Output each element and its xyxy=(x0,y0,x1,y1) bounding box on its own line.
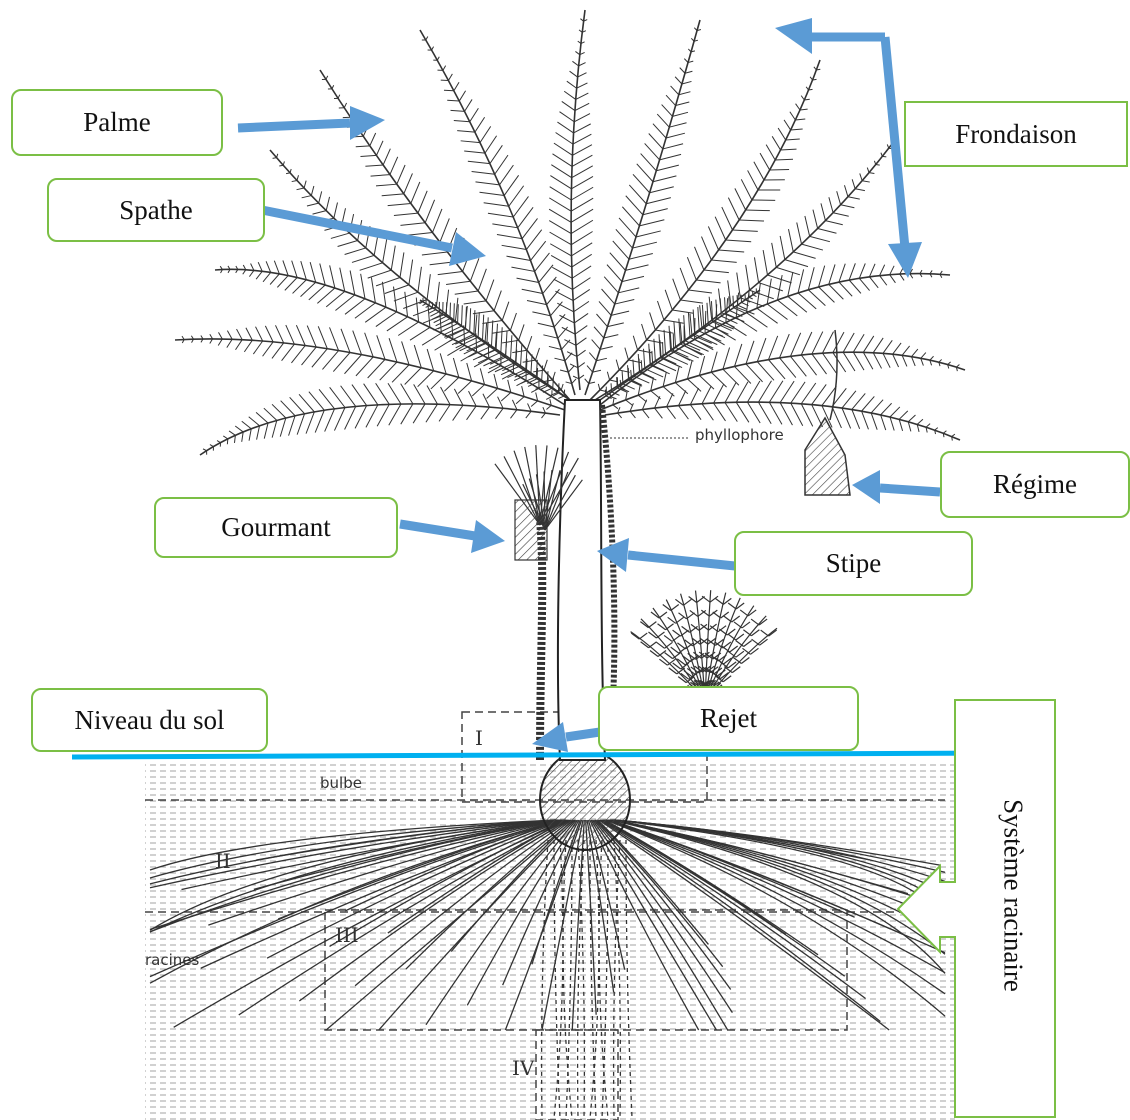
frond xyxy=(590,60,820,400)
phyllophore-label: phyllophore xyxy=(695,426,784,444)
label-systeme-racinaire: Système racinaire xyxy=(998,761,1029,1031)
frond xyxy=(420,30,576,395)
fronds xyxy=(175,10,965,455)
label-regime: Régime xyxy=(940,451,1130,518)
label-stipe: Stipe xyxy=(734,531,973,596)
rejet-palm xyxy=(631,590,777,700)
label-palme: Palme xyxy=(11,89,223,156)
frond xyxy=(419,298,570,400)
zone-2-label: II xyxy=(215,849,231,873)
zone-4-label: IV xyxy=(512,1056,535,1080)
bulbe-label: bulbe xyxy=(320,774,362,792)
zone-1-label: I xyxy=(475,726,483,750)
zone-3-label: III xyxy=(335,923,359,947)
label-gourmant: Gourmant xyxy=(154,497,398,558)
racines-label: racines xyxy=(145,951,200,969)
frond xyxy=(585,20,701,395)
label-frondaison: Frondaison xyxy=(904,101,1128,167)
label-rejet: Rejet xyxy=(598,686,859,751)
ground-line xyxy=(72,753,1005,757)
systeme-racinaire-callout xyxy=(895,697,1060,1120)
frond xyxy=(595,140,895,400)
bulb xyxy=(540,750,630,850)
second-trunk xyxy=(602,405,614,720)
label-niveau-du-sol: Niveau du sol xyxy=(31,688,268,752)
frond xyxy=(200,383,560,455)
label-spathe: Spathe xyxy=(47,178,265,242)
